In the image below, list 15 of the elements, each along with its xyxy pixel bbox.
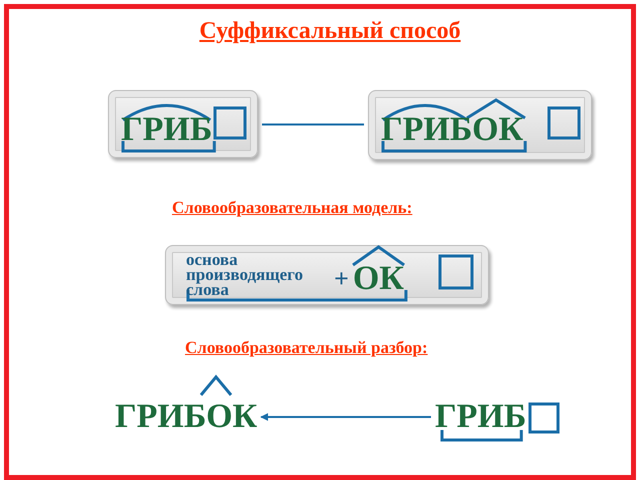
- suffix-text: ОК: [352, 262, 404, 296]
- word-text: ГРИБ: [435, 400, 526, 434]
- word-text: ГРИБ: [121, 113, 212, 147]
- word-text: ГРИБОК: [381, 113, 524, 147]
- title: Суффиксальный способ: [198, 18, 462, 45]
- connector-line: [262, 124, 364, 126]
- model-text: основа производящего слова: [186, 252, 304, 297]
- section-heading: Словообразовательная модель:: [172, 198, 414, 218]
- section-heading: Словообразовательный разбор:: [185, 338, 429, 358]
- word-panel: [108, 90, 258, 158]
- word-text: ГРИБОК: [115, 400, 258, 434]
- model-panel: [165, 245, 489, 305]
- plus-sign: +: [334, 266, 349, 292]
- arrow: [260, 413, 431, 421]
- word-panel: [368, 90, 592, 160]
